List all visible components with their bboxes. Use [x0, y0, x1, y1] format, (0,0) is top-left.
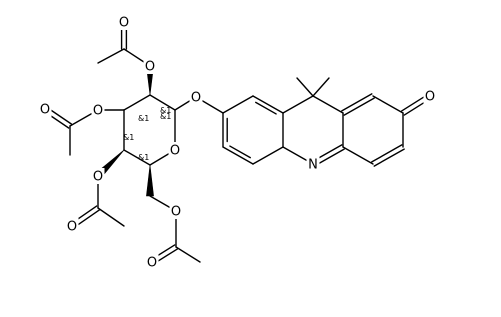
oxygen-ring-label: O — [170, 144, 180, 159]
bond-c7-c8 — [222, 95, 254, 114]
oxygen-ring: O — [168, 142, 182, 159]
bond-c9a-c1-double — [343, 97, 375, 116]
oxygen-ester-c2: O — [143, 58, 157, 75]
oxygen-carbonyl-c4-label: O — [67, 220, 77, 235]
oxygen-ketone: O — [423, 88, 437, 105]
nitrogen-acridine-mask — [306, 156, 320, 172]
atom-label-layer: O O O N O O O O O O O O — [38, 14, 437, 271]
wedge-c5-c6 — [146, 164, 154, 197]
bond-c9a-c1-double — [341, 93, 373, 112]
aromatic-bond-c8-c8a — [255, 101, 277, 115]
oxygen-carbonyl-c2-label: O — [119, 16, 129, 31]
oxygen-glycosidic-label: O — [191, 91, 201, 106]
bond-c9-methyl-right — [312, 77, 330, 97]
bond-c1-c2-sugar — [149, 94, 176, 111]
bond-c1-c2 — [372, 95, 404, 114]
aromatic-bond-c5-c6 — [229, 145, 251, 159]
bond-acetyl-methyl-c4 — [97, 207, 125, 227]
bond-c2-c3-sugar — [123, 94, 151, 111]
oxygen-ester-c6: O — [169, 203, 183, 220]
bond-layer — [42, 21, 432, 265]
oxygen-ketone-label: O — [425, 90, 435, 105]
oxygen-ring-mask — [168, 142, 182, 158]
bond-c4b-c5 — [252, 146, 284, 165]
oxygen-carbonyl-c6: O — [145, 254, 159, 271]
oxygen-carbonyl-c2-mask — [117, 14, 131, 30]
stereo-label-c2: &1 — [160, 106, 171, 115]
oxygen-ester-c3: O — [91, 102, 105, 119]
bond-c9-methyl-left — [296, 77, 314, 97]
oxygen-carbonyl-c3-label: O — [40, 103, 50, 118]
oxygen-carbonyl-c3-mask — [38, 101, 52, 117]
bond-c3-c4-double — [371, 144, 403, 163]
stereo-label-c3: &1 — [138, 114, 149, 123]
oxygen-ester-c4: O — [91, 168, 105, 185]
oxygen-ester-c3-label: O — [93, 104, 103, 119]
stereo-label-c5: &1 — [138, 153, 149, 162]
bond-c4-c5-sugar — [123, 149, 151, 166]
oxygen-carbonyl-c2: O — [117, 14, 131, 31]
oxygen-glycosidic: O — [189, 89, 203, 106]
stereo-label-c1: &1 — [160, 112, 171, 121]
oxygen-ester-c6-mask — [169, 203, 183, 219]
bond-c8-c8a — [252, 95, 284, 114]
oxygen-ester-c2-mask — [143, 58, 157, 74]
bond-c5-c6 — [222, 146, 254, 165]
oxygen-ester-c4-mask — [91, 168, 105, 184]
oxygen-ester-c6-label: O — [171, 205, 181, 220]
nitrogen-acridine-label: N — [308, 158, 318, 173]
bond-c9-c9a — [312, 95, 344, 114]
bond-acetyl-methyl-c6 — [175, 246, 201, 263]
oxygen-glycosidic-mask — [189, 89, 203, 105]
bond-c8a-c9 — [282, 95, 314, 114]
oxygen-ketone-mask — [423, 88, 437, 104]
nitrogen-acridine: N — [306, 156, 320, 173]
oxygen-carbonyl-c4-mask — [65, 218, 79, 234]
oxygen-carbonyl-c6-label: O — [147, 256, 157, 271]
oxygen-ester-c2-label: O — [145, 60, 155, 75]
stereo-label-c4: &1 — [123, 133, 134, 142]
oxygen-carbonyl-c4: O — [65, 218, 79, 235]
bond-c4-c4a — [342, 146, 374, 165]
bond-acetyl-methyl-c2 — [97, 48, 125, 64]
oxygen-carbonyl-c3: O — [38, 101, 52, 118]
oxygen-ester-c3-mask — [91, 102, 105, 118]
oxygen-carbonyl-c6-mask — [145, 254, 159, 270]
oxygen-ester-c4-label: O — [93, 170, 103, 185]
bond-c3-c4-double — [373, 148, 405, 167]
stereo-label-layer: &1&1&1&1&1 — [123, 106, 171, 162]
